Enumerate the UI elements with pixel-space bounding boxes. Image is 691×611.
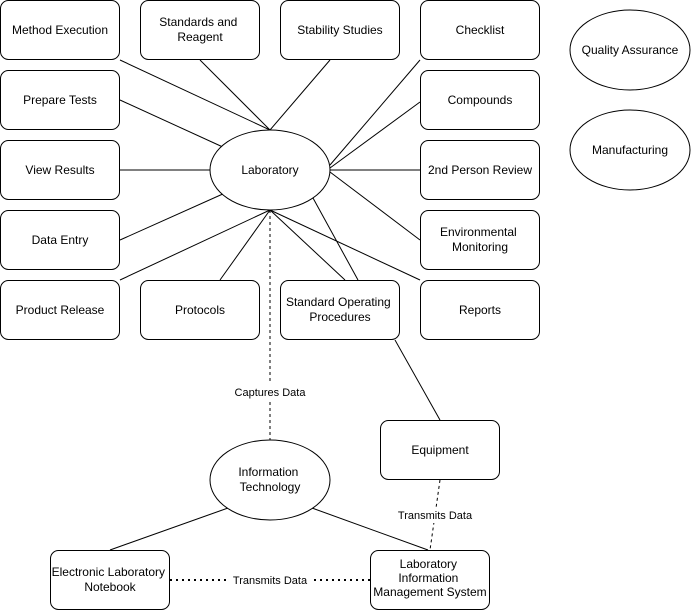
- label-reports: Reports: [459, 303, 501, 317]
- node-product-release[interactable]: [0, 280, 120, 340]
- edge-lab-environmental: [329, 171, 421, 241]
- edge-it-eln: [109, 507, 229, 551]
- edge-lab-stability-studies: [269, 59, 331, 131]
- node-checklist[interactable]: [420, 0, 540, 60]
- edge-lab-checklist: [329, 59, 421, 166]
- node-quality-assurance[interactable]: [569, 9, 691, 91]
- edge-lab-sop-2: [312, 197, 359, 281]
- edge-it-lims: [311, 507, 429, 551]
- node-lims[interactable]: [370, 550, 490, 610]
- label-standards-reagent: Standards and Reagent: [159, 15, 240, 44]
- label-2nd-person-review: 2nd Person Review: [428, 163, 532, 177]
- label-method-execution: Method Execution: [12, 23, 108, 37]
- edge-lab-compounds: [329, 101, 421, 169]
- label-eln: Electronic Laboratory Notebook: [52, 565, 169, 594]
- node-equipment[interactable]: [380, 420, 500, 480]
- label-prepare-tests: Prepare Tests: [23, 93, 97, 107]
- edge-lab-reports: [269, 209, 421, 281]
- label-manufacturing: Manufacturing: [592, 143, 668, 157]
- label-checklist: Checklist: [456, 23, 505, 37]
- node-standards-reagent[interactable]: [140, 0, 260, 60]
- node-reports[interactable]: [420, 280, 540, 340]
- node-protocols[interactable]: [140, 280, 260, 340]
- edge-lab-sop-1: [269, 209, 346, 281]
- node-eln[interactable]: [50, 550, 170, 610]
- node-sop[interactable]: [280, 280, 400, 340]
- label-quality-assurance: Quality Assurance: [582, 43, 679, 57]
- label-compounds: Compounds: [448, 93, 513, 107]
- node-manufacturing[interactable]: [569, 109, 691, 191]
- edge-lab-protocols: [219, 209, 271, 281]
- label-protocols: Protocols: [175, 303, 225, 317]
- edge-label-transmits-data-eln: Transmits Data: [233, 575, 308, 587]
- label-equipment: Equipment: [411, 443, 469, 457]
- node-prepare-tests[interactable]: [0, 70, 120, 130]
- edge-label-transmits-data-equipment: Transmits Data: [398, 510, 473, 522]
- edge-sop-equipment: [394, 339, 441, 421]
- node-method-execution[interactable]: [0, 0, 120, 60]
- label-information-technology: Information Technology: [238, 465, 301, 494]
- node-data-entry[interactable]: [0, 210, 120, 270]
- label-laboratory: Laboratory: [241, 163, 298, 177]
- node-2nd-person-review[interactable]: [420, 140, 540, 200]
- edge-label-captures-data: Captures Data: [235, 387, 307, 399]
- label-product-release: Product Release: [16, 303, 105, 317]
- edge-lab-prepare-tests: [119, 99, 226, 149]
- label-data-entry: Data Entry: [32, 233, 89, 247]
- label-stability-studies: Stability Studies: [297, 23, 382, 37]
- node-laboratory[interactable]: [209, 129, 331, 211]
- node-information-technology[interactable]: [209, 439, 331, 521]
- edge-lab-product-release: [119, 209, 271, 281]
- node-stability-studies[interactable]: [280, 0, 400, 60]
- label-sop: Standard Operating Procedures: [286, 295, 394, 324]
- label-lims: Laboratory Information Management System: [373, 557, 486, 599]
- label-view-results: View Results: [25, 163, 94, 177]
- node-compounds[interactable]: [420, 70, 540, 130]
- edge-lab-data-entry: [119, 192, 226, 241]
- edge-lab-method-execution: [119, 59, 271, 131]
- edge-lab-standards-reagent: [199, 59, 271, 131]
- label-environmental-monitoring: Environmental Monitoring: [440, 225, 520, 254]
- node-view-results[interactable]: [0, 140, 120, 200]
- node-environmental-monitoring[interactable]: [420, 210, 540, 270]
